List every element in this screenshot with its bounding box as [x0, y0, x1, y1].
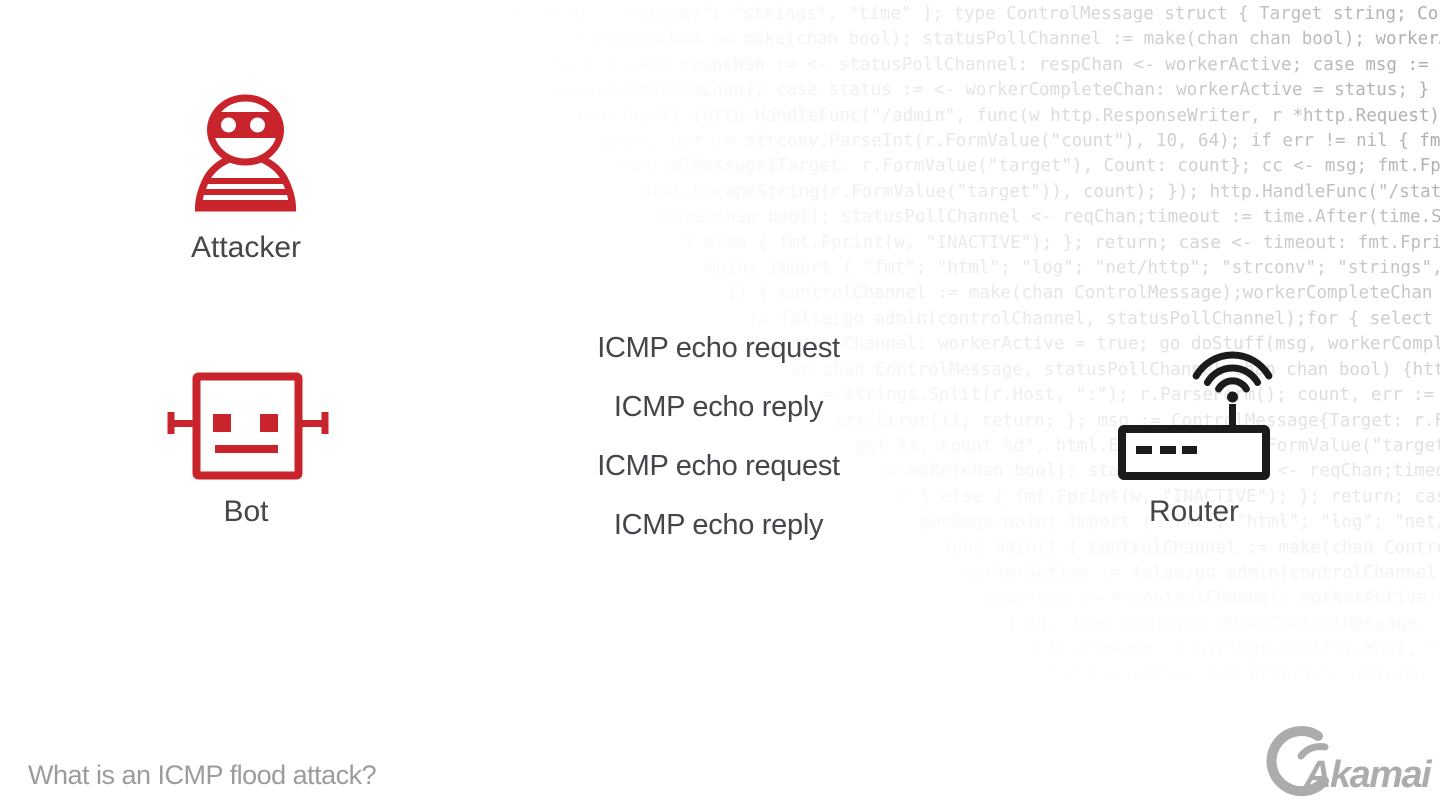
- arrow-stem: [245, 288, 248, 327]
- request-line: [378, 347, 574, 350]
- reply-line: [378, 524, 574, 527]
- flow-row-reply: ICMP echo reply: [378, 378, 1059, 437]
- request-line: [863, 347, 1059, 350]
- reply-line: [863, 406, 1059, 409]
- bot-label: Bot: [223, 495, 269, 528]
- request-line: [378, 465, 574, 468]
- flow-label: ICMP echo reply: [613, 509, 824, 541]
- flow-row-request: ICMP echo request: [378, 437, 1059, 496]
- flow-label: ICMP echo reply: [613, 391, 824, 423]
- flow-label: ICMP echo request: [597, 450, 840, 482]
- masked-attacker-icon: [194, 94, 297, 212]
- wifi-router-icon: [1118, 351, 1273, 480]
- flow-label: ICMP echo request: [597, 332, 840, 364]
- flow-row-request: ICMP echo request: [378, 319, 1059, 378]
- robot-icon: [167, 372, 329, 480]
- reply-line: [378, 406, 574, 409]
- page-caption: What is an ICMP flood attack?: [28, 760, 377, 790]
- attacker-label: Attacker: [190, 231, 302, 264]
- reply-line: [863, 524, 1059, 527]
- flow-row-reply: ICMP echo reply: [378, 496, 1059, 555]
- router-label: Router: [1148, 495, 1240, 528]
- akamai-logo: Akamai: [1266, 726, 1435, 797]
- attacker-to-bot-arrow: [238, 288, 255, 342]
- request-line: [863, 465, 1059, 468]
- akamai-logo-text: Akamai: [1303, 754, 1433, 796]
